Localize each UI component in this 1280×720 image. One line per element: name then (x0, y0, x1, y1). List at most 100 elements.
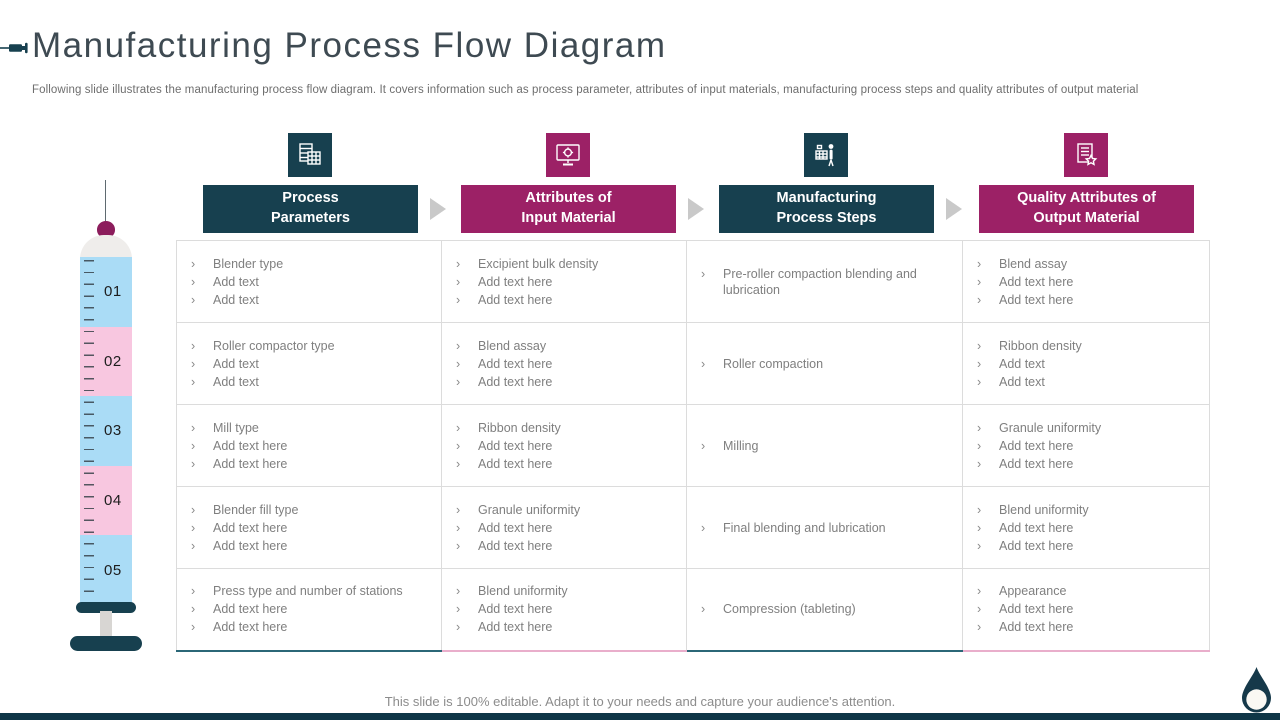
matrix-table: ›Blender type›Add text›Add text›Excipien… (176, 240, 1210, 652)
chevron-bullet-icon: › (191, 602, 196, 617)
bullet-item: ›Add text here (977, 520, 1197, 536)
chevron-bullet-icon: › (456, 538, 461, 553)
chevron-bullet-icon: › (191, 374, 196, 389)
bullet-text: Add text (213, 374, 259, 389)
bullet-text: Add text here (478, 292, 553, 307)
bullet-item: ›Roller compactor type (191, 338, 429, 354)
bullet-text: Excipient bulk density (478, 256, 599, 271)
bullet-text: Milling (723, 438, 759, 453)
chevron-bullet-icon: › (191, 274, 196, 289)
syringe-needle (105, 180, 106, 224)
bullet-item: › Add text here (977, 538, 1197, 554)
table-row: ›Roller compactor type›Add text›Add text… (176, 322, 1210, 405)
bottom-accent-bar (0, 713, 1280, 720)
bullet-text: Add text here (213, 602, 288, 617)
table-cell: ›Excipient bulk density›Add text here›Ad… (441, 240, 687, 323)
chevron-bullet-icon: › (977, 356, 982, 371)
bullet-item: ›Add text here (977, 601, 1197, 617)
syringe-tick-marks (84, 260, 94, 602)
chevron-bullet-icon: › (977, 602, 982, 617)
bullet-text: Final blending and lubrication (723, 520, 886, 535)
chevron-bullet-icon: › (977, 256, 982, 271)
bullet-text: Add text here (999, 538, 1074, 553)
flow-header-label: Output Material (1033, 210, 1140, 226)
bullet-item: › Add text here (456, 374, 674, 390)
chevron-bullet-icon: › (701, 520, 706, 535)
bullet-item: ›Blend assay (977, 256, 1197, 272)
bullet-item: ›Appearance (977, 583, 1197, 599)
chevron-bullet-icon: › (977, 538, 982, 553)
syringe-plunger-end (70, 636, 142, 651)
bullet-text: Add text here (478, 438, 553, 453)
syringe-dome (80, 235, 132, 259)
bullet-text: Add text here (213, 538, 288, 553)
bullet-item: ›Add text here (191, 619, 429, 635)
chevron-bullet-icon: › (191, 520, 196, 535)
chevron-bullet-icon: › (977, 374, 982, 389)
table-cell: ›Mill type›Add text here›Add text here (176, 404, 442, 487)
bullet-text: Granule uniformity (478, 502, 581, 517)
document-star-icon (1064, 133, 1108, 177)
chevron-bullet-icon: › (191, 256, 196, 271)
bullet-text: Add text here (478, 374, 553, 389)
chevron-bullet-icon: › (977, 502, 982, 517)
syringe-droplet (97, 221, 115, 238)
bullet-text: Add text (213, 356, 259, 371)
bullet-text: Add text here (478, 520, 553, 535)
table-cell: ›Press type and number of stations›Add t… (176, 568, 442, 652)
chevron-bullet-icon: › (977, 456, 982, 471)
page-title: Manufacturing Process Flow Diagram (32, 26, 667, 65)
bullet-item: ›Add text here (191, 520, 429, 536)
bullet-text: Add text here (213, 438, 288, 453)
bullet-item: ›Pre-roller compaction blending and lubr… (701, 266, 950, 298)
bullet-item: › Add text here (456, 619, 674, 635)
bullet-item: ›Ribbon density (456, 420, 674, 436)
chevron-bullet-icon: › (456, 374, 461, 389)
bullet-item: ›Add text here (977, 619, 1197, 635)
table-cell: ›Granule uniformity›Add text here›Add te… (962, 404, 1210, 487)
chevron-bullet-icon: › (456, 456, 461, 471)
table-cell: ›Blend uniformity›Add text here›Add text… (962, 486, 1210, 569)
bullet-item: ›Granule uniformity (977, 420, 1197, 436)
flow-header-label: Input Material (521, 210, 616, 226)
bullet-text: Add text here (478, 274, 553, 289)
chevron-bullet-icon: › (456, 292, 461, 307)
bullet-item: ›Add text (977, 374, 1197, 390)
chevron-bullet-icon: › (456, 256, 461, 271)
flow-header-label: Parameters (271, 210, 350, 226)
table-cell: ›Granule uniformity›Add text here›Add te… (441, 486, 687, 569)
flow-header-label: Manufacturing (776, 190, 877, 207)
chevron-bullet-icon: › (191, 620, 196, 635)
bullet-text: Roller compaction (723, 356, 824, 371)
syringe-icon (0, 42, 28, 54)
table-cell: ›Pre-roller compaction blending and lubr… (686, 240, 963, 323)
bullet-item: › Add text here (977, 292, 1197, 308)
bullet-item: › Add text (191, 374, 429, 390)
bullet-item: ›Add text here (977, 274, 1197, 290)
bullet-text: Add text here (478, 620, 553, 635)
bullet-item: › Add text here (456, 292, 674, 308)
bullet-item: ›Roller compaction (701, 356, 950, 372)
bullet-item: ›Add text here (977, 438, 1197, 454)
table-cell: ›Ribbon density›Add text here›Add text h… (441, 404, 687, 487)
slide-subtitle: Following slide illustrates the manufact… (32, 84, 1139, 96)
table-cell: ›Blend assay›Add text here›Add text here (962, 240, 1210, 323)
bullet-item: ›Add text here (456, 438, 674, 454)
table-row: ›Blender type›Add text›Add text›Excipien… (176, 240, 1210, 323)
bullet-item: › Final blending and lubrication (701, 520, 950, 536)
bullet-text: Mill type (213, 420, 259, 435)
chevron-bullet-icon: › (701, 602, 706, 617)
table-cell: ›Appearance ›Add text here ›Add text here (962, 568, 1210, 652)
bullet-item: › Add text here (456, 538, 674, 554)
bullet-text: Roller compactor type (213, 338, 335, 353)
bullet-text: Add text here (999, 292, 1074, 307)
chevron-bullet-icon: › (456, 620, 461, 635)
chevron-bullet-icon: › (977, 274, 982, 289)
bullet-text: Granule uniformity (999, 420, 1102, 435)
chevron-bullet-icon: › (977, 292, 982, 307)
bullet-item: › Add text here (191, 601, 429, 617)
table-cell: ›Roller compaction (686, 322, 963, 405)
bullet-text: Add text here (478, 538, 553, 553)
table-cell: ›Milling (686, 404, 963, 487)
